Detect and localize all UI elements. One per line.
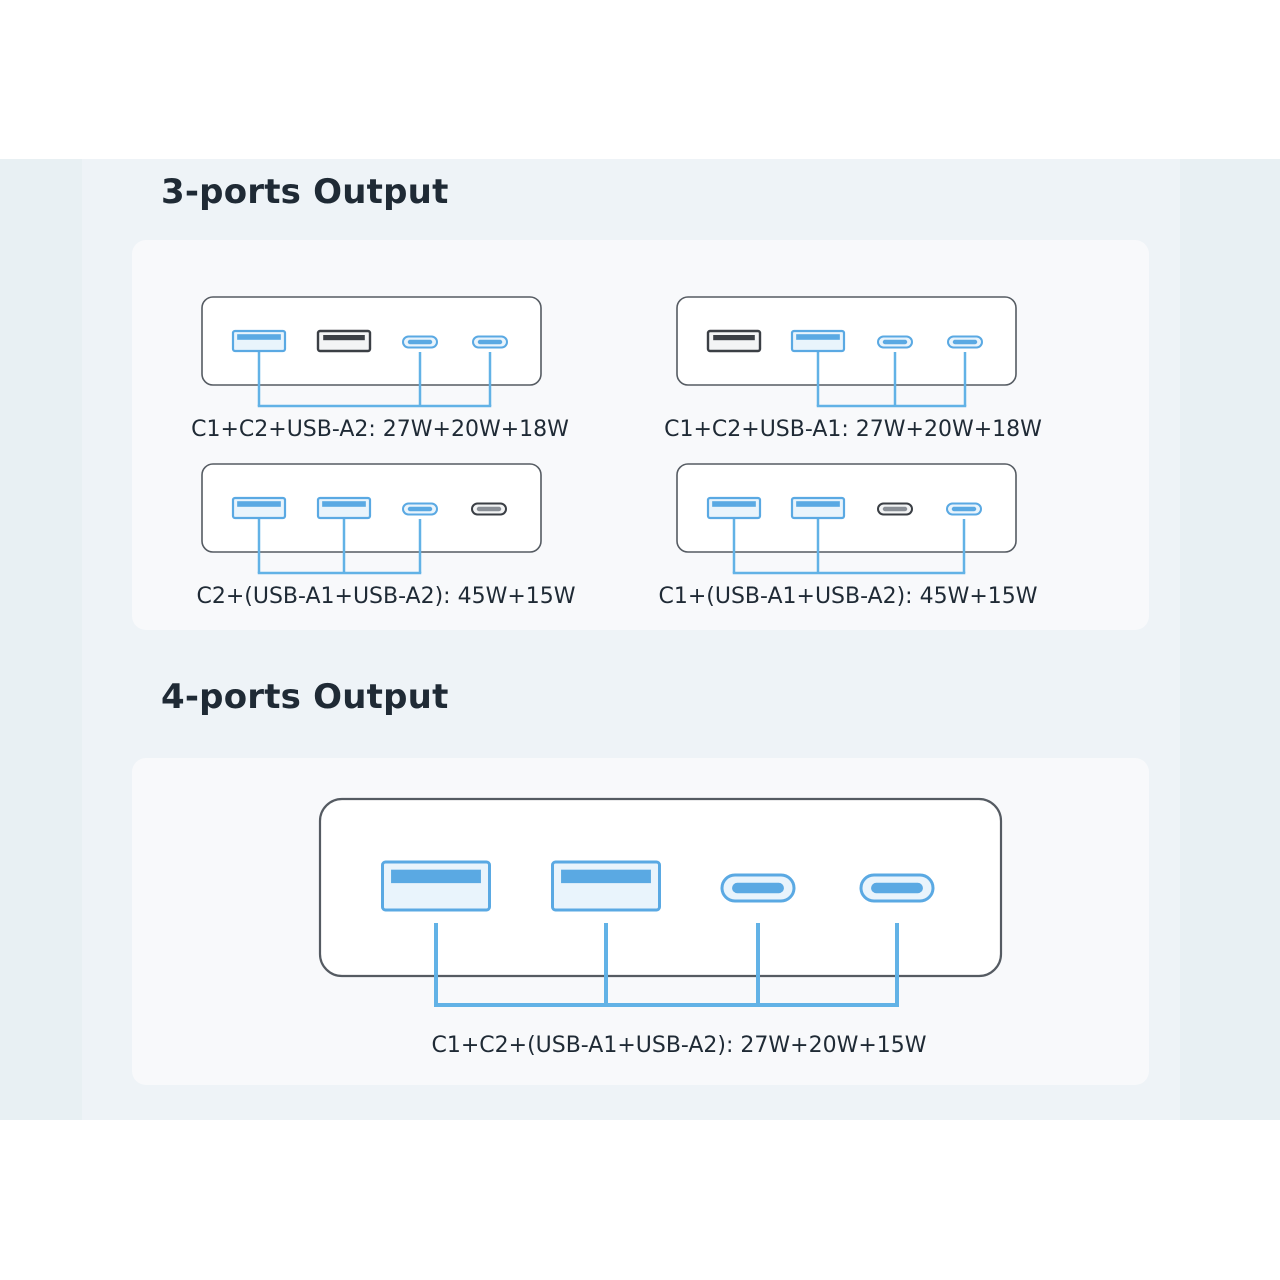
usb-a-tongue [322,501,366,507]
caption-four-port-config: C1+C2+(USB-A1+USB-A2): 27W+20W+15W [431,1033,927,1058]
usb-a-icon [231,329,287,353]
port-diagram-1 [201,296,542,408]
usb-c2-port [402,335,438,349]
usb-a-icon [706,329,762,353]
usb-a-icon [706,496,762,520]
caption-c2-dual-a-config: C2+(USB-A1+USB-A2): 45W+15W [196,584,576,609]
usb-a2-port [790,329,846,353]
usb-a-icon [790,496,846,520]
usb-a-tongue [796,334,840,340]
port-diagram-2 [676,296,1017,408]
usb-c-tongue [951,506,977,512]
usb-a-icon [381,860,491,912]
usb-c-tongue [952,339,978,345]
usb-c2-port [877,502,913,516]
usb-c1-port [947,335,983,349]
usb-c2-port [720,873,796,903]
usb-a1-port [706,496,762,520]
usb-c2-port [402,502,438,516]
usb-c-tongue [882,339,908,345]
usb-a-tongue [713,335,755,341]
usb-a-icon [316,496,372,520]
usb-a-icon [551,860,661,912]
usb-c-tongue [477,339,503,345]
usb-c2-port [877,335,913,349]
usb-a-tongue [237,334,281,340]
usb-a-tongue [323,335,365,341]
caption-c1-dual-a-config: C1+(USB-A1+USB-A2): 45W+15W [658,584,1038,609]
usb-c-tongue [882,506,908,512]
usb-a-tongue [796,501,840,507]
charger-body [676,463,1017,553]
usb-c1-port [471,502,507,516]
charger-body [676,296,1017,386]
port-diagram-4 [676,463,1017,575]
usb-a1-port [381,860,491,912]
usb-a2-port [316,329,372,353]
usb-c1-port [946,502,982,516]
charger-body [201,296,542,386]
usb-c-tongue [871,882,923,894]
usb-a-tongue [561,869,651,884]
usb-a-icon [316,329,372,353]
port-diagram-3 [201,463,542,575]
usb-c-tongue [476,506,502,512]
usb-a1-port [231,496,287,520]
usb-c-tongue [407,506,433,512]
three-ports-heading: 3-ports Output [161,172,449,212]
usb-a2-port [551,860,661,912]
usb-a-tongue [237,501,281,507]
caption-a1-config: C1+C2+USB-A1: 27W+20W+18W [664,417,1042,442]
usb-a-icon [231,496,287,520]
usb-a-tongue [712,501,756,507]
usb-a-tongue [391,869,481,884]
usb-a1-port [706,329,762,353]
usb-c-tongue [732,882,784,894]
charger-body [201,463,542,553]
caption-a2-config: C1+C2+USB-A2: 27W+20W+18W [191,417,569,442]
four-ports-heading: 4-ports Output [161,677,449,717]
usb-c1-port [859,873,935,903]
port-diagram-5 [318,797,1003,1007]
usb-c1-port [472,335,508,349]
usb-a1-port [231,329,287,353]
usb-a2-port [316,496,372,520]
usb-a2-port [790,496,846,520]
usb-a-icon [790,329,846,353]
usb-c-tongue [407,339,433,345]
